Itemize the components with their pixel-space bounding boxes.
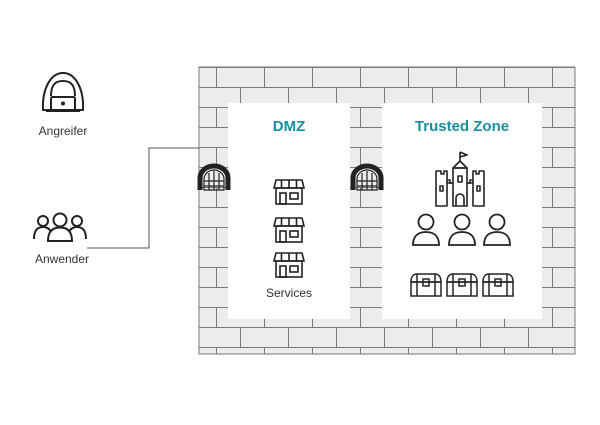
user-label: Anwender: [34, 252, 90, 266]
gate-icon: [197, 163, 231, 191]
person-icon: [412, 213, 440, 246]
dmz-panel: [228, 103, 350, 319]
castle-icon: [435, 151, 485, 207]
connection-line: [87, 147, 199, 249]
shop-icon: [272, 217, 306, 243]
trusted-zone-panel: [382, 103, 542, 319]
dmz-title: DMZ: [272, 118, 306, 135]
person-icon: [448, 213, 476, 246]
treasure-chest-icon: [446, 273, 478, 297]
shop-icon: [272, 252, 306, 278]
services-label: Services: [265, 286, 313, 300]
user-group-icon: [33, 212, 87, 242]
attacker-label: Angreifer: [38, 124, 88, 138]
person-icon: [483, 213, 511, 246]
hooded-hacker-icon: [41, 72, 85, 112]
shop-icon: [272, 179, 306, 205]
treasure-chest-icon: [482, 273, 514, 297]
treasure-chest-icon: [410, 273, 442, 297]
trusted-zone-title: Trusted Zone: [414, 118, 510, 135]
gate-icon: [350, 163, 384, 191]
